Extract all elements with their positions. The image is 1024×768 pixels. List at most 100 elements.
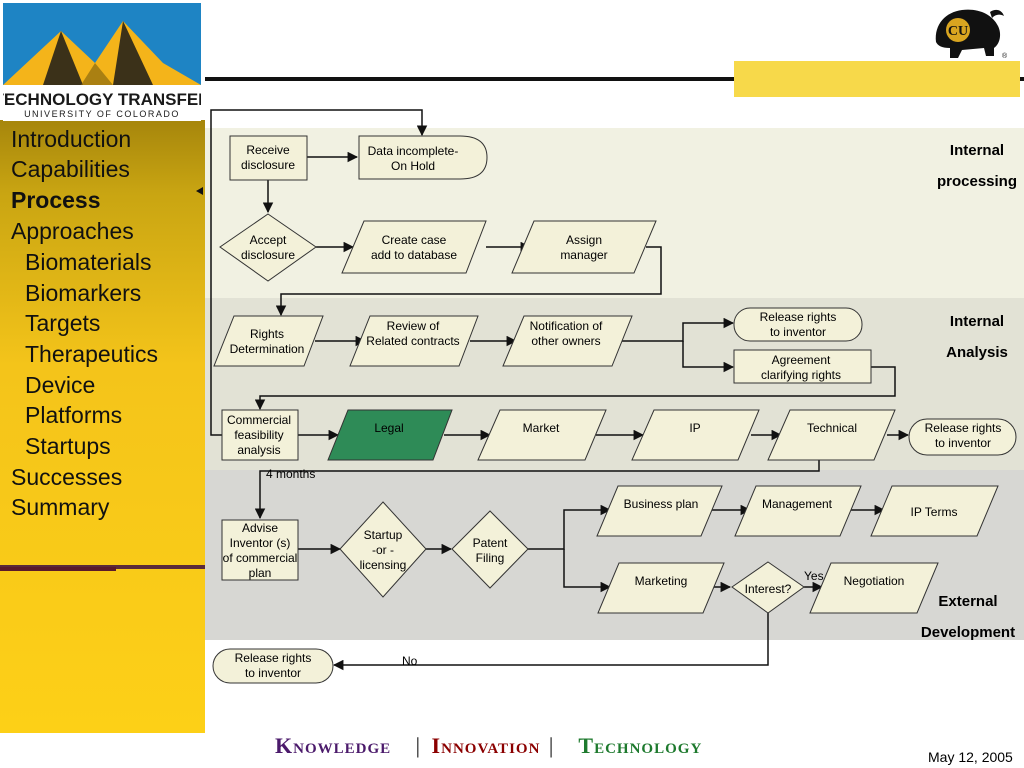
- section-label-line: processing: [936, 173, 1018, 190]
- edge-interest-release: [332, 613, 769, 671]
- node-label-startup: licensing: [360, 558, 407, 572]
- tagline-separator: |: [415, 733, 422, 758]
- node-notification-owners: [502, 315, 633, 367]
- tagline-technology: Technology: [578, 733, 703, 758]
- edge-agreement-commercial: [254, 366, 896, 411]
- node-advise-inventor: [221, 519, 299, 581]
- node-assign-manager: [511, 220, 657, 274]
- node-label-rights: Determination: [230, 342, 305, 356]
- sidebar-item-summary[interactable]: Summary: [11, 494, 110, 520]
- node-management: [734, 485, 862, 537]
- node-ip: [631, 409, 760, 461]
- node-review-contracts: [349, 315, 479, 367]
- edge-assign-rights: [275, 246, 662, 317]
- node-label-receive: Receive: [246, 143, 290, 157]
- sidebar-item-introduction[interactable]: Introduction: [11, 126, 132, 152]
- technology-transfer-logo: TECHNOLOGY TRANSFER UNIVERSITY OF COLORA…: [3, 3, 201, 121]
- node-label-advise: Inventor (s): [230, 536, 291, 550]
- node-interest-decision: [731, 561, 805, 614]
- sidebar-item-capabilities[interactable]: Capabilities: [11, 156, 130, 182]
- sidebar-divider-accent: [0, 567, 116, 571]
- emblem-text: CU: [948, 24, 968, 39]
- node-label-notification: Notification of: [530, 319, 603, 333]
- header-gold-accent: [734, 61, 1020, 97]
- node-label-release2: Release rights: [925, 421, 1002, 435]
- current-slide-marker: [196, 187, 203, 195]
- buffalo-emblem-icon: CU ®: [935, 9, 1008, 60]
- node-label-patent: Filing: [476, 551, 505, 565]
- node-label-release1: to inventor: [770, 325, 826, 339]
- node-label-create-case: add to database: [371, 248, 457, 262]
- node-legal: [327, 409, 453, 461]
- node-market: [477, 409, 607, 461]
- edge-label-no: No: [402, 654, 418, 668]
- node-label-ip: IP: [689, 421, 700, 435]
- logo-line2: UNIVERSITY OF COLORADO: [24, 109, 180, 119]
- node-label-incomplete: Data incomplete-: [368, 144, 459, 158]
- sidebar-item-biomaterials[interactable]: Biomaterials: [25, 249, 152, 275]
- edge-technical-advise: [254, 460, 820, 520]
- logo-line1: TECHNOLOGY TRANSFER: [3, 90, 201, 109]
- svg-text:®: ®: [1002, 52, 1008, 60]
- node-label-commercial: analysis: [237, 443, 280, 457]
- node-label-management: Management: [762, 497, 833, 511]
- node-marketing: [597, 562, 725, 614]
- node-label-rights: Rights: [250, 327, 284, 341]
- node-label-startup: -or -: [372, 543, 394, 557]
- node-release-rights-2: [908, 418, 1017, 456]
- node-label-patent: Patent: [473, 536, 508, 550]
- node-label-accept: Accept: [250, 233, 287, 247]
- node-label-technical: Technical: [807, 421, 857, 435]
- node-create-case: [341, 220, 487, 274]
- section-label-line: Analysis: [946, 344, 1008, 361]
- node-release-rights-3: [212, 648, 334, 684]
- node-patent-filing: [451, 510, 529, 589]
- node-label-commercial: Commercial: [227, 413, 291, 427]
- edge-feedback-loop: [210, 109, 428, 436]
- footer-date: May 12, 2005: [928, 749, 1013, 765]
- node-data-incomplete: [358, 135, 488, 180]
- node-business-plan: [596, 485, 723, 537]
- node-startup-licensing: [339, 501, 427, 598]
- node-label-startup: Startup: [364, 528, 403, 542]
- node-label-commercial: feasibility: [234, 428, 283, 442]
- node-label-notification: other owners: [531, 334, 600, 348]
- edge-notification-agreement: [682, 341, 735, 373]
- sidebar-item-targets[interactable]: Targets: [25, 310, 101, 336]
- node-label-release3: Release rights: [235, 651, 312, 665]
- edge-label-months: 4 months: [266, 467, 315, 481]
- node-label-ip-terms: IP Terms: [911, 505, 958, 519]
- node-label-legal: Legal: [374, 421, 403, 435]
- sidebar-item-biomarkers[interactable]: Biomarkers: [25, 280, 142, 306]
- node-label-release2: to inventor: [935, 436, 991, 450]
- sidebar-item-device[interactable]: Device: [25, 372, 96, 398]
- sidebar-item-platforms[interactable]: Platforms: [25, 402, 123, 428]
- edge-label-yes: Yes: [804, 569, 824, 583]
- sidebar-item-approaches[interactable]: Approaches: [11, 218, 134, 244]
- node-label-create-case: Create case: [382, 233, 447, 247]
- section-label-line: External: [938, 593, 998, 610]
- sidebar-item-successes[interactable]: Successes: [11, 464, 123, 490]
- node-label-negotiation: Negotiation: [844, 574, 905, 588]
- footer-tagline: Knowledge | Innovation | Technology: [275, 733, 702, 759]
- node-label-marketing: Marketing: [635, 574, 688, 588]
- section-label-line: Internal: [949, 313, 1005, 330]
- node-label-review: Related contracts: [366, 334, 459, 348]
- sidebar-item-process[interactable]: Process: [11, 187, 101, 213]
- sidebar-item-startups[interactable]: Startups: [25, 433, 111, 459]
- node-label-advise: plan: [249, 566, 272, 580]
- node-label-market: Market: [523, 421, 560, 435]
- node-label-interest: Interest?: [745, 582, 792, 596]
- node-label-agreement: Agreement: [772, 353, 831, 367]
- node-label-release1: Release rights: [760, 310, 837, 324]
- edge-patent-marketing: [563, 549, 612, 593]
- edge-notification-release: [622, 317, 735, 342]
- node-release-rights-1: [733, 307, 863, 342]
- sidebar-item-therapeutics[interactable]: Therapeutics: [25, 341, 158, 367]
- node-commercial-feasibility: [221, 409, 299, 461]
- node-label-assign: manager: [560, 248, 607, 262]
- tagline-innovation: Innovation: [431, 733, 541, 758]
- section-internal-processing: Internal processing: [922, 135, 1024, 197]
- node-label-accept: disclosure: [241, 248, 295, 262]
- section-label-line: Internal: [949, 142, 1005, 159]
